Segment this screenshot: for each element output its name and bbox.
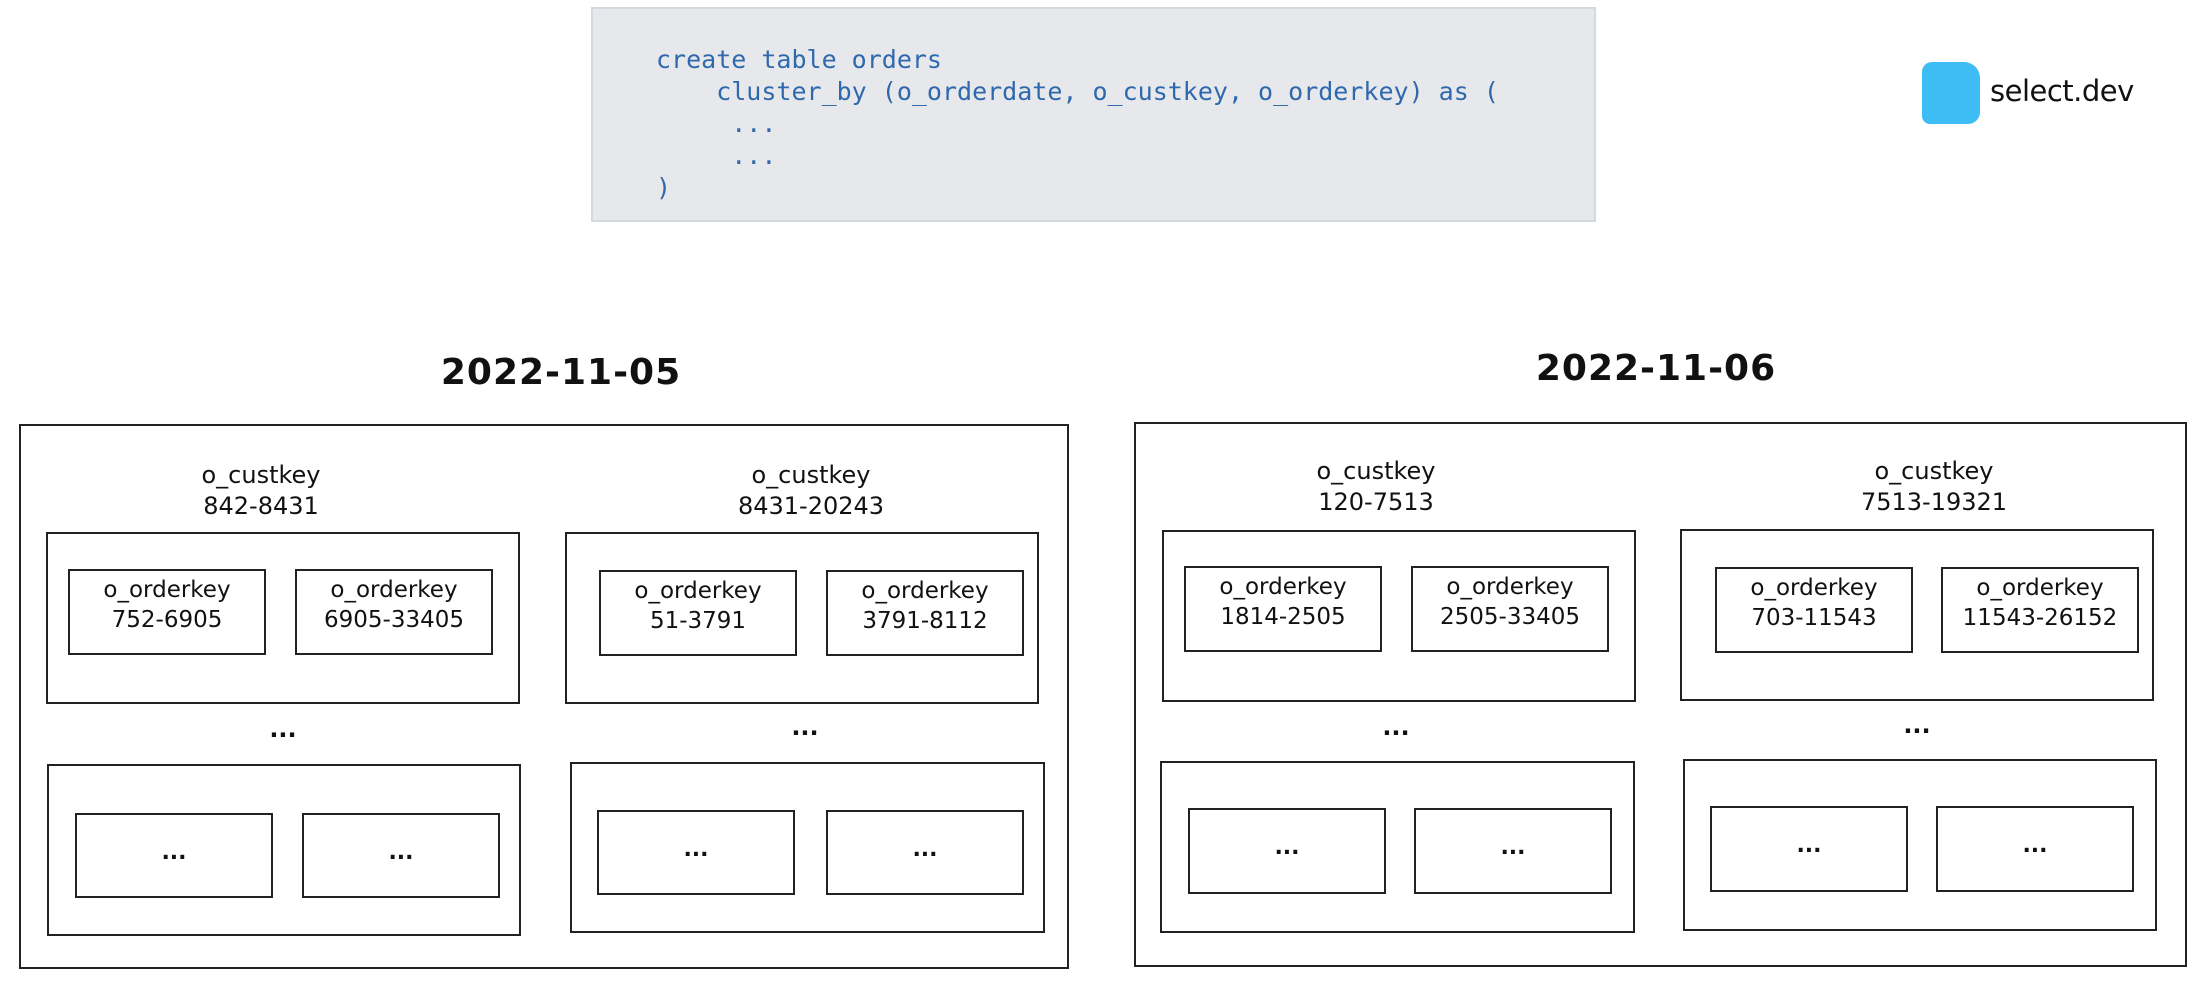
code-line: create table orders <box>656 45 942 74</box>
orderkey-box-placeholder: ... <box>597 810 795 895</box>
orderkey-box-placeholder: ... <box>302 813 500 898</box>
ellipsis: ... <box>388 840 414 865</box>
orderkey-box-placeholder: ... <box>75 813 273 898</box>
custkey-group-placeholder <box>570 762 1045 933</box>
orderkey-box-placeholder: ... <box>1414 808 1612 894</box>
custkey-name: o_custkey <box>1316 457 1436 485</box>
logo-icon <box>1922 62 1980 124</box>
orderkey-range: 1814-2505 <box>1220 604 1346 630</box>
orderkey-name: o_orderkey <box>1750 575 1878 601</box>
ellipsis: ... <box>1796 833 1822 858</box>
custkey-label: o_custkey 8431-20243 <box>661 460 961 522</box>
custkey-label: o_custkey 7513-19321 <box>1784 456 2084 518</box>
code-block: create table orders cluster_by (o_orderd… <box>591 7 1596 222</box>
custkey-group <box>565 532 1039 704</box>
date-partition <box>19 424 1069 969</box>
custkey-group <box>1680 529 2154 701</box>
orderkey-range: 3791-8112 <box>862 608 988 634</box>
orderkey-name: o_orderkey <box>1219 574 1347 600</box>
orderkey-box-placeholder: ... <box>1188 808 1386 894</box>
custkey-range: 7513-19321 <box>1860 488 2008 516</box>
custkey-name: o_custkey <box>751 461 871 489</box>
ellipsis: ... <box>912 837 938 862</box>
code-line: cluster_by (o_orderdate, o_custkey, o_or… <box>656 77 1499 106</box>
ellipsis: ... <box>1382 713 1410 741</box>
ellipsis: ... <box>2022 833 2048 858</box>
custkey-group <box>46 532 520 704</box>
partition-date-title: 2022-11-06 <box>1535 348 1777 389</box>
orderkey-name: o_orderkey <box>634 578 762 604</box>
orderkey-name: o_orderkey <box>861 578 989 604</box>
custkey-range: 842-8431 <box>203 492 319 520</box>
orderkey-range: 752-6905 <box>111 607 223 633</box>
partition-date-title: 2022-11-05 <box>440 352 682 393</box>
orderkey-box: o_orderkey 51-3791 <box>599 570 797 656</box>
custkey-range: 8431-20243 <box>737 492 885 520</box>
orderkey-box-placeholder: ... <box>826 810 1024 895</box>
orderkey-box-placeholder: ... <box>1710 806 1908 892</box>
orderkey-box: o_orderkey 1814-2505 <box>1184 566 1382 652</box>
date-partition <box>1134 422 2187 967</box>
orderkey-name: o_orderkey <box>1976 575 2104 601</box>
orderkey-name: o_orderkey <box>330 577 458 603</box>
custkey-group-placeholder <box>1683 759 2157 931</box>
ellipsis: ... <box>1500 835 1526 860</box>
custkey-group-placeholder <box>47 764 521 936</box>
ellipsis: ... <box>161 840 187 865</box>
ellipsis: ... <box>269 715 297 743</box>
orderkey-box: o_orderkey 752-6905 <box>68 569 266 655</box>
orderkey-name: o_orderkey <box>1446 574 1574 600</box>
custkey-label: o_custkey 120-7513 <box>1226 456 1526 518</box>
custkey-group-placeholder <box>1160 761 1635 933</box>
orderkey-name: o_orderkey <box>103 577 231 603</box>
orderkey-box: o_orderkey 11543-26152 <box>1941 567 2139 653</box>
ellipsis: ... <box>1903 711 1931 739</box>
select-dev-logo: select.dev <box>1922 62 2142 126</box>
orderkey-range: 6905-33405 <box>324 607 464 633</box>
code-line: ... <box>656 141 777 170</box>
orderkey-box: o_orderkey 3791-8112 <box>826 570 1024 656</box>
ellipsis: ... <box>1274 835 1300 860</box>
custkey-label: o_custkey 842-8431 <box>111 460 411 522</box>
ellipsis: ... <box>683 837 709 862</box>
orderkey-box: o_orderkey 2505-33405 <box>1411 566 1609 652</box>
orderkey-range: 703-11543 <box>1751 605 1877 631</box>
orderkey-box-placeholder: ... <box>1936 806 2134 892</box>
custkey-range: 120-7513 <box>1318 488 1434 516</box>
orderkey-range: 2505-33405 <box>1440 604 1580 630</box>
custkey-name: o_custkey <box>1874 457 1994 485</box>
logo-text: select.dev <box>1990 74 2134 108</box>
orderkey-range: 51-3791 <box>649 608 747 634</box>
orderkey-box: o_orderkey 6905-33405 <box>295 569 493 655</box>
code-line: ... <box>656 109 777 138</box>
orderkey-box: o_orderkey 703-11543 <box>1715 567 1913 653</box>
code-line: ) <box>656 173 672 202</box>
ellipsis: ... <box>791 713 819 741</box>
custkey-name: o_custkey <box>201 461 321 489</box>
custkey-group <box>1162 530 1636 702</box>
orderkey-range: 11543-26152 <box>1962 605 2118 631</box>
